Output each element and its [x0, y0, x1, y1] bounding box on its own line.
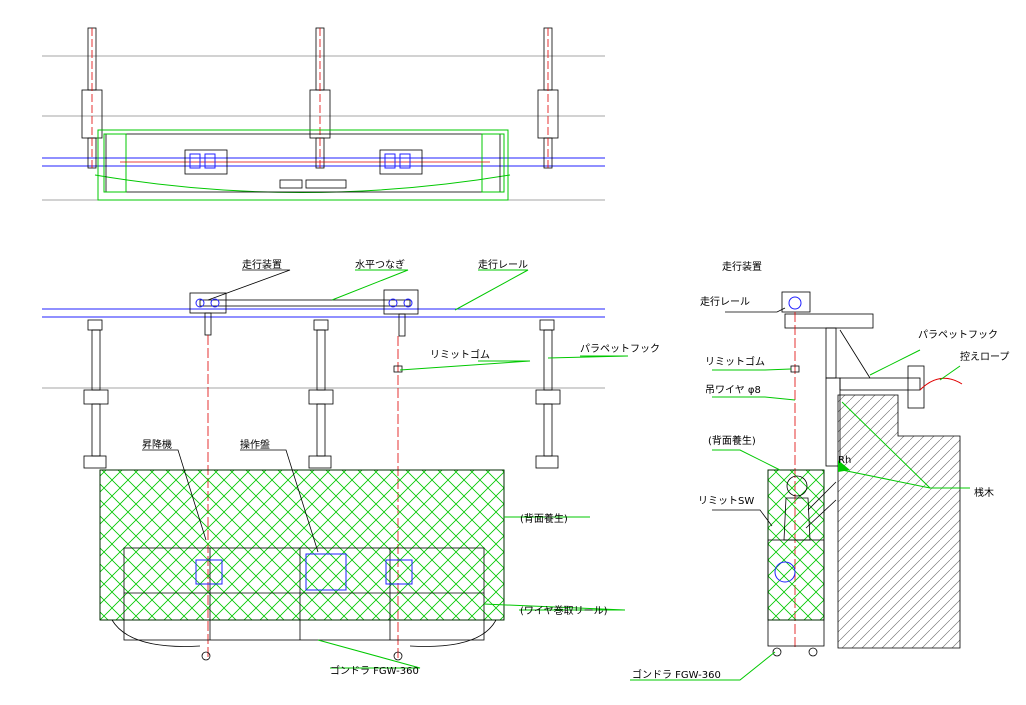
parapet-hook-left	[83, 319, 109, 469]
label-limit-rubber-side: リミットゴム	[705, 355, 765, 368]
label-horizontal-tie: 水平つなぎ	[355, 258, 405, 271]
front-view	[42, 269, 629, 669]
label-guy-rope: 控えロープ	[960, 350, 1009, 363]
limit-rubber	[393, 365, 403, 373]
label-wire: 吊ワイヤ φ8	[705, 384, 761, 396]
side-parapet-hook	[825, 377, 841, 467]
label-travel-device-front: 走行装置	[242, 258, 282, 271]
back-protection-net	[99, 469, 505, 621]
worker-head	[786, 475, 808, 497]
parapet-hook-right	[535, 319, 561, 469]
label-control-panel: 操作盤	[240, 438, 270, 451]
gondola-body	[111, 547, 497, 661]
label-back-protection-front: (背面養生)	[520, 512, 568, 525]
guy-rope	[919, 377, 963, 391]
building-wall	[837, 394, 961, 649]
label-gondola-side: ゴンドラ FGW-360	[632, 668, 721, 681]
plan-parapet-hook-right	[537, 27, 559, 170]
hoist-right	[385, 559, 413, 585]
plan-view	[42, 27, 605, 201]
travel-device-right	[383, 289, 419, 337]
label-travel-device-side: 走行装置	[722, 260, 762, 273]
plan-parapet-hook-left	[81, 27, 103, 170]
label-limit-sw: リミットSW	[698, 496, 754, 507]
labels: 走行装置 水平つなぎ 走行レール リミットゴム パラペットフック 昇降機 操作盤…	[142, 258, 1009, 681]
plan-parapet-hook-center	[309, 27, 331, 170]
control-panel	[305, 553, 347, 591]
travel-device-left	[189, 292, 227, 336]
plan-gondola	[94, 129, 511, 201]
label-wood-block: 桟木	[974, 486, 994, 499]
label-travel-rail-side: 走行レール	[700, 295, 750, 308]
label-parapet-hook-front: パラペットフック	[580, 343, 660, 355]
parapet-hook-center	[308, 319, 334, 469]
label-rh: Rh	[838, 455, 851, 466]
label-wire-reel: (ワイヤ巻取リール)	[520, 605, 608, 617]
label-parapet-hook-side: パラペットフック	[918, 329, 998, 341]
label-gondola-front: ゴンドラ FGW-360	[330, 664, 419, 677]
side-travel-device	[781, 291, 811, 313]
label-limit-rubber-front: リミットゴム	[430, 348, 490, 361]
side-back-protection	[767, 469, 825, 621]
label-hoist: 昇降機	[142, 438, 172, 451]
label-travel-rail-front: 走行レール	[478, 258, 528, 271]
label-back-protection-side: (背面養生)	[708, 434, 756, 447]
side-view	[630, 291, 970, 681]
hoist-left	[195, 559, 223, 585]
horizontal-tie	[199, 299, 411, 307]
